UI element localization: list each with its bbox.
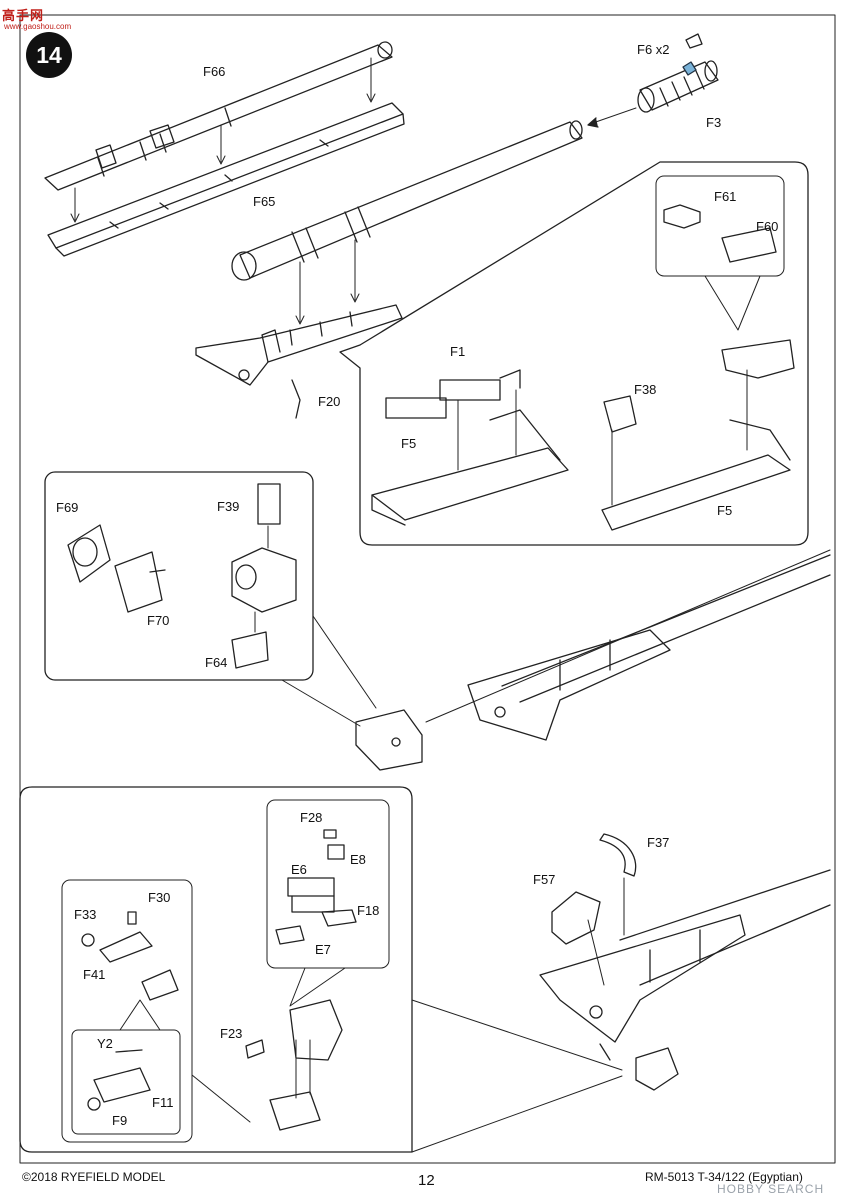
gun-cradle-bottom [539, 869, 831, 1061]
label-f69: F69 [56, 500, 79, 515]
barrel-half-f66 [44, 41, 393, 191]
gun-cradle-middle [467, 554, 831, 741]
label-f65: F65 [253, 194, 276, 209]
callout-box-cradle [339, 161, 809, 546]
part-f60-assembled [721, 339, 795, 379]
watermark-url: www.gaoshou.com [4, 22, 72, 31]
label-f61: F61 [714, 189, 737, 204]
label-f20: F20 [318, 394, 341, 409]
part-f38 [603, 395, 637, 433]
main-barrel [231, 120, 583, 281]
bottom-elevation-gear [635, 1047, 679, 1091]
part-f60 [721, 227, 777, 263]
part-f57 [551, 891, 601, 945]
cradle-f1-f5 [371, 369, 569, 526]
watermark-logo: 高手网 [2, 8, 45, 23]
label-f64: F64 [205, 655, 228, 670]
part-f37 [599, 833, 637, 877]
label-f57: F57 [533, 872, 556, 887]
label-f30: F30 [148, 890, 171, 905]
label-f1: F1 [450, 344, 466, 359]
part-f64 [231, 631, 269, 669]
callout-box-f30 [61, 879, 193, 1143]
label-f41: F41 [83, 967, 106, 982]
callout-box-f69 [44, 471, 314, 681]
label-f70: F70 [147, 613, 170, 628]
cradle-f5-second [601, 419, 791, 531]
label-f23: F23 [220, 1026, 243, 1041]
watermark-bottom: HOBBY SEARCH [717, 1182, 825, 1196]
footer-copyright: ©2018 RYEFIELD MODEL [22, 1170, 166, 1184]
label-f39: F39 [217, 499, 240, 514]
callout-box-f60 [655, 175, 785, 277]
barrel-half-f65 [47, 102, 405, 257]
label-f9: F9 [112, 1113, 128, 1128]
label-f66: F66 [203, 64, 226, 79]
mantlet-block [355, 709, 423, 771]
callout-box-y2 [71, 1029, 181, 1135]
page-border [19, 14, 836, 1164]
label-f33: F33 [74, 907, 97, 922]
callout-box-e6 [266, 799, 390, 969]
part-f39 [257, 483, 281, 525]
parts-y2-f11 [87, 1049, 151, 1111]
label-f5-left: F5 [401, 436, 417, 451]
part-f69-f70 [67, 524, 166, 613]
parts-f30-f41 [81, 911, 179, 1001]
label-f11: F11 [152, 1095, 174, 1110]
label-f28: F28 [300, 810, 323, 825]
part-f61 [663, 204, 701, 229]
page-number: 12 [418, 1172, 435, 1189]
label-f18: F18 [357, 903, 380, 918]
label-y2: Y2 [97, 1036, 113, 1051]
label-f3: F3 [706, 115, 722, 130]
callout-box-elevation [19, 786, 413, 1153]
label-e8: E8 [350, 852, 366, 867]
part-f39-assembly [231, 547, 297, 613]
label-f38: F38 [634, 382, 657, 397]
label-f60: F60 [756, 219, 779, 234]
cradle-assembly-top [195, 304, 403, 419]
muzzle-brake-f3 [637, 60, 719, 113]
parts-e6-e8 [275, 829, 357, 945]
label-f6x2: F6 x2 [637, 42, 670, 57]
elevation-mechanism [245, 999, 343, 1131]
step-number-badge: 14 [26, 32, 72, 78]
label-f37: F37 [647, 835, 670, 850]
label-e6: E6 [291, 862, 307, 877]
label-e7: E7 [315, 942, 331, 957]
label-f5-right: F5 [717, 503, 733, 518]
footer-product: RM-5013 T-34/122 (Egyptian) [645, 1170, 803, 1184]
